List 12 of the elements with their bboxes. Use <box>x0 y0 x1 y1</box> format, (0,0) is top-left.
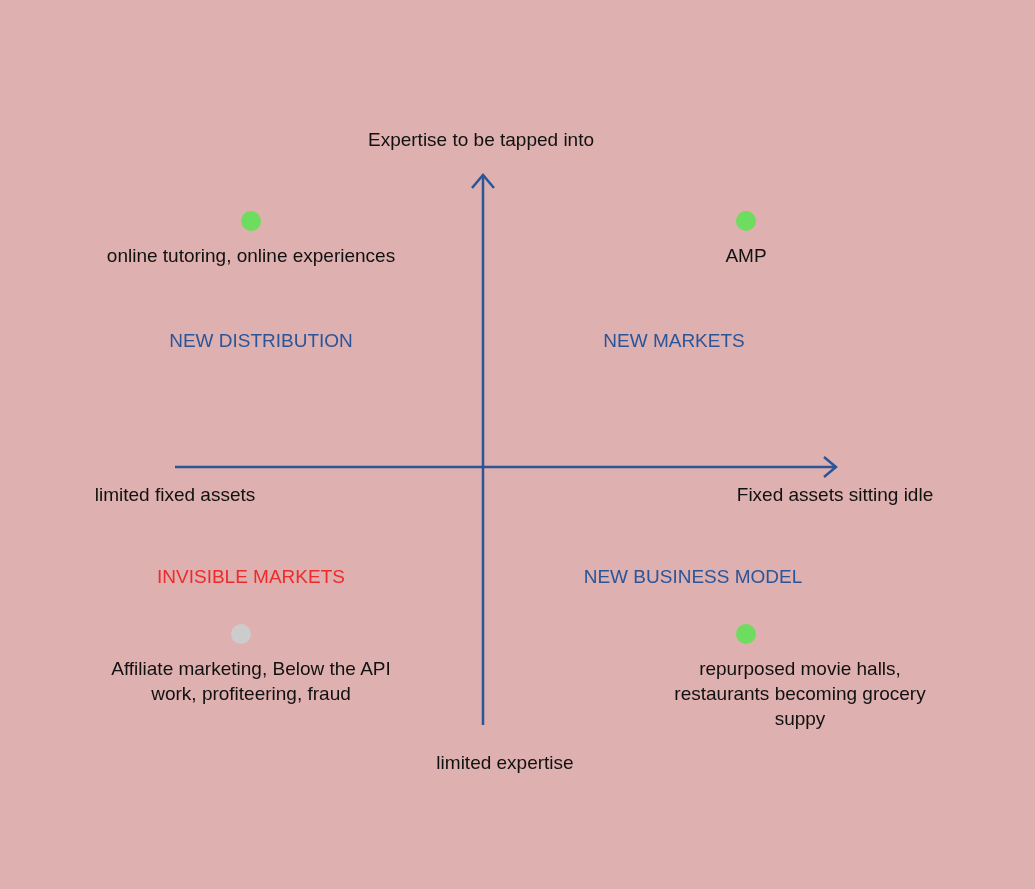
quadrant-label: INVISIBLE MARKETS <box>157 564 345 589</box>
item-description: AMP <box>646 243 846 268</box>
axis-label: limited fixed assets <box>94 482 256 507</box>
item-description: Affiliate marketing, Below the API work, profiteering, fraud <box>86 656 416 706</box>
axis-label: Expertise to be tapped into <box>368 127 594 152</box>
item-description: online tutoring, online experiences <box>81 243 421 268</box>
quadrant-label: NEW BUSINESS MODEL <box>583 564 803 589</box>
item-description: repurposed movie halls, restaurants becoming grocery suppy <box>650 656 950 731</box>
axis-label: limited expertise <box>436 750 574 775</box>
axis-label: Fixed assets sitting idle <box>736 482 934 507</box>
quadrant-label: NEW DISTRIBUTION <box>169 328 353 353</box>
quadrant-label: NEW MARKETS <box>603 328 745 353</box>
